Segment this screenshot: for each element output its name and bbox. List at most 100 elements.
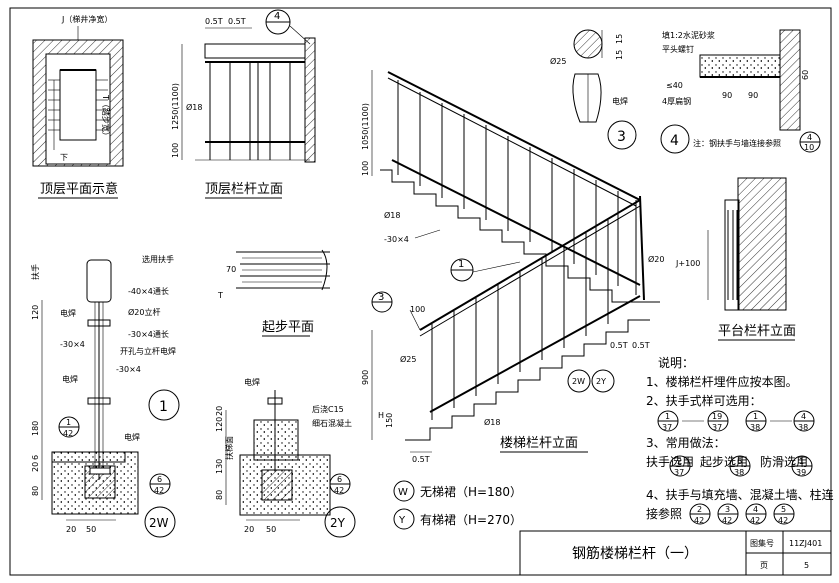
detail4-note: 注：钢扶手与墙连接参照 [693,138,781,148]
notes-2-ref-3-top: 4 [801,412,806,421]
stair-callout-1: 1 [458,259,464,270]
notes-3-a: 扶手选用 [646,454,694,469]
notes-4-ref-1-bot: 42 [722,516,732,525]
legend-y-symbol: Y [398,515,406,526]
stair-callout-3: 3 [378,292,384,303]
detail3-callout: 3 [617,129,626,145]
top-plan-j-label: J（梯井净宽） [61,14,112,24]
stair-rail-900: 900 [361,370,370,385]
notes-3-c-ref-bot: 39 [796,468,806,477]
section1-ref2-top: 6 [157,475,162,484]
start-plan-t: T [217,291,223,300]
section1-20: 20 [31,462,40,472]
section2y-20: 20 [215,406,224,416]
stair-rail-height: 1050(1100) [361,103,370,150]
notes-2-ref-1-top: 19 [712,412,722,421]
title-block: 钢筋楼梯栏杆（一） 图集号 11ZJ401 页 5 [519,530,832,576]
notes: 说明： 1、楼梯栏杆埋件应按本图。 2、扶手式样可选用： 1 37 19 37 … [646,355,834,525]
notes-2-ref-0-top: 1 [665,412,670,421]
section2y-50: 50 [266,525,276,534]
section2y-ref-bot: 42 [334,486,344,495]
notes-4-refs: 2 42 3 42 4 42 5 42 [689,503,795,525]
notes-3-a-ref-top: 2 [677,457,682,466]
notes-3-b-ref-bot: 38 [734,468,744,477]
notes-2-refs: 1 37 19 37 1 38 4 38 [657,410,815,432]
section2y-130: 130 [215,459,224,474]
detail-4: 填1:2水泥砂浆 平头螺钉 ≤40 90 90 60 4厚扁钢 4 注：钢扶手与… [660,29,821,154]
section1-flat-c: -30×4 [60,340,85,349]
section1-180: 180 [31,421,40,436]
notes-4-b: 接参照 [646,506,682,521]
notes-4-ref-2-top: 4 [753,505,758,514]
section1-ref-bot: 42 [63,429,73,438]
section1-120: 120 [31,305,40,320]
section-1: 选用扶手 -40×4通长 电焊 Ø20立杆 -30×4通长 -30×4 开孔与立… [30,254,180,538]
notes-2: 2、扶手式样可选用： [646,393,762,408]
stair-rail-phi18-a: Ø18 [384,210,400,220]
notes-2-ref-1-bot: 37 [712,423,722,432]
section1-callout: 1 [159,399,168,415]
platform-rail: J+100 平台栏杆立面 [675,177,796,341]
section1-weld-a: 电焊 [60,308,76,318]
notes-4: 4、扶手与填充墙、混凝土墙、柱连 [646,487,834,502]
section1-handrail: 选用扶手 [142,254,174,264]
section1-ref-top: 1 [66,418,71,427]
detail4-90b: 90 [748,91,758,100]
detail3-15b: 15 [615,50,624,60]
top-rail-05t-b: 0.5T [228,17,246,26]
detail4-callout: 4 [670,133,679,149]
stair-rail-phi20: Ø20 [648,254,664,264]
detail3-weld: 电焊 [612,96,628,106]
legend: W 无梯裙（H=180） Y 有梯裙（H=270） [393,480,522,530]
stair-rail-100-b: 100 [410,305,425,314]
section2y-20b: 20 [244,525,254,534]
stair-rail-100: 100 [361,161,370,176]
top-plan-t-label: T（踏步宽） [101,94,111,140]
section2y-weld: 电焊 [244,377,260,387]
detail-3: 15 15 Ø25 电焊 3 [550,29,637,150]
title-block-atlas-value: 11ZJ401 [789,539,822,548]
section1-80: 80 [31,486,40,496]
stair-rail-05t-right: 0.5T [610,341,628,350]
stair-rail-flat: -30×4 [384,235,409,244]
section1-weld-b: 电焊 [62,374,78,384]
notes-1: 1、楼梯栏杆埋件应按本图。 [646,374,798,389]
stair-rail-elevation: 1050(1100) 100 Ø18 -30×4 Ø20 Ø25 Ø18 900… [361,70,664,464]
top-rail-callout: 4 [274,11,280,22]
title-block-page-value: 5 [804,561,809,570]
section2y-concrete: 细石混凝土 [312,418,352,428]
section2w-callout: 2W [149,516,169,530]
top-plan: J（梯井净宽） T（踏步宽） 下 顶层平面示意 [32,14,124,199]
detail4-90a: 90 [722,91,732,100]
platform-caption: 平台栏杆立面 [718,324,796,339]
notes-4-ref-3-top: 5 [781,505,786,514]
section1-ref2-bot: 42 [154,486,164,495]
section2y-side: 扶梯面 [224,436,234,460]
detail4-60: 60 [801,70,810,80]
section1-rod: Ø20立杆 [128,307,160,317]
detail3-15a: 15 [615,34,624,44]
detail4-mortar: 填1:2水泥砂浆 [662,30,715,40]
top-plan-down-label: 下 [60,153,68,162]
notes-2-ref-0-bot: 37 [662,423,672,432]
stair-rail-05t: 0.5T [412,455,430,464]
title-block-page-label: 页 [760,561,768,570]
section1-flat-d: -30×4 [116,365,141,374]
detail4-steel: 4厚扁钢 [662,96,691,106]
legend-w-label: 无梯裙（H=180） [420,485,522,499]
top-plan-caption: 顶层平面示意 [40,181,118,197]
stair-ref-2y: 2Y [596,377,606,386]
sheet-border [9,7,832,576]
start-plan-caption: 起步平面 [262,320,314,335]
notes-4-ref-3-bot: 42 [778,516,788,525]
top-rail-100: 100 [171,143,180,158]
start-plan: 70 T 起步平面 [217,249,330,337]
legend-w-symbol: W [398,487,408,498]
notes-3-a-ref-bot: 37 [674,468,684,477]
top-rail-caption: 顶层栏杆立面 [205,182,283,197]
notes-4-ref-0-bot: 42 [694,516,704,525]
notes-3: 3、常用做法： [646,435,726,450]
notes-2-ref-2-bot: 38 [750,423,760,432]
stair-ref-2w: 2W [572,377,585,386]
detail4-screw: 平头螺钉 [662,44,694,54]
